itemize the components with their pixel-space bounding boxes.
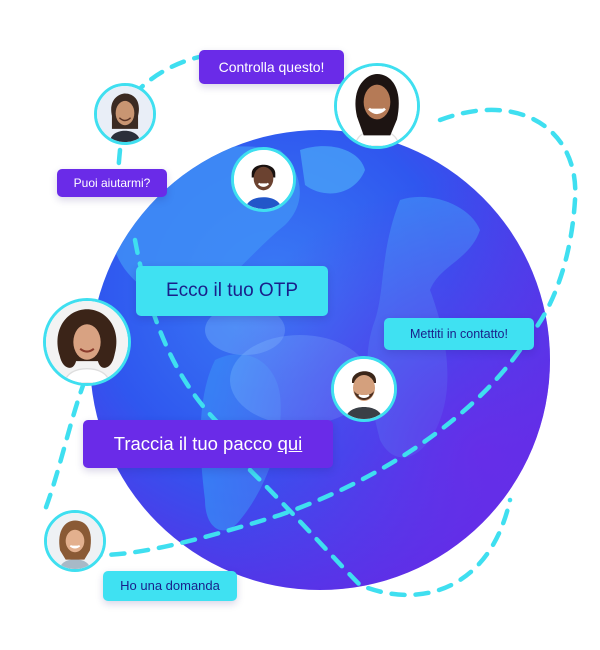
man-long-hair-avatar	[94, 83, 156, 145]
message-bubble-can-you-help: Puoi aiutarmi?	[57, 169, 167, 197]
message-bubble-track-package: Traccia il tuo pacco qui	[83, 420, 333, 468]
message-text: Ho una domanda	[120, 578, 220, 593]
message-text: Ecco il tuo OTP	[166, 280, 298, 301]
message-text: Traccia il tuo pacco	[113, 433, 278, 454]
message-bubble-question: Ho una domanda	[103, 571, 237, 601]
message-bubble-otp: Ecco il tuo OTP	[136, 266, 328, 316]
woman-smiling-avatar	[334, 63, 420, 149]
message-bubble-get-in-touch: Mettiti in contatto!	[384, 318, 534, 350]
woman-short-hair-avatar	[231, 147, 296, 212]
message-text: Controlla questo!	[218, 59, 325, 75]
man-beard-avatar	[331, 356, 397, 422]
message-text: Mettiti in contatto!	[410, 327, 508, 341]
woman-blonde-avatar	[44, 510, 106, 572]
message-bubble-check-this: Controlla questo!	[199, 50, 344, 84]
woman-curly-hair-avatar	[43, 298, 131, 386]
message-text: Puoi aiutarmi?	[73, 176, 151, 190]
track-link[interactable]: qui	[277, 433, 303, 454]
